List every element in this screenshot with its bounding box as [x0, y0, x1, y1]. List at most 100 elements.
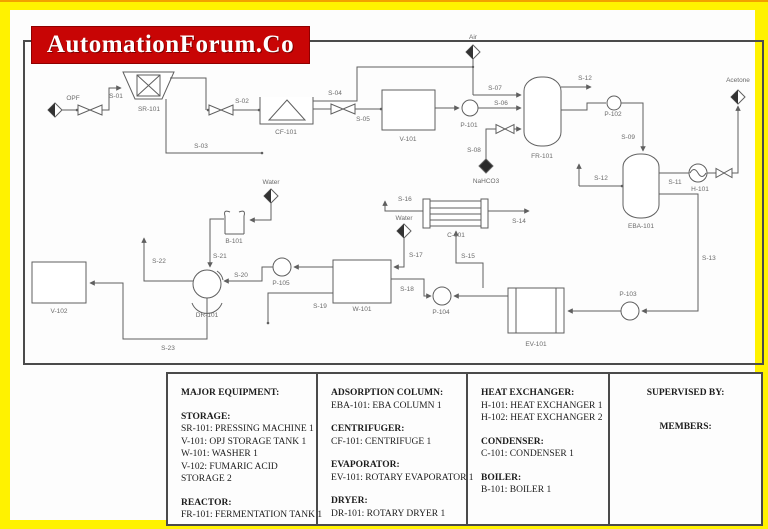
label-eq-v102: V-102 [51, 308, 68, 315]
opf-feed-symbol [47, 102, 79, 118]
stream-line-acetone [732, 105, 741, 174]
valve-4 [495, 123, 515, 135]
label-stream-s23: S-23 [161, 345, 175, 352]
stream-line-s19 [267, 292, 333, 322]
diagram-labels: OPF S-01 SR-101 S-02 S-03 CF-101 S-04 S-… [51, 34, 751, 352]
diagram-lines [31, 44, 746, 340]
stream-line-s18 [391, 278, 432, 299]
label-stream-s13: S-13 [702, 255, 716, 262]
valve-5 [715, 167, 733, 179]
process-flow-diagram: OPF S-01 SR-101 S-02 S-03 CF-101 S-04 S-… [23, 34, 764, 365]
paper-sheet: AutomationForum.Co [10, 10, 764, 526]
label-stream-s05: S-05 [356, 116, 370, 123]
label-stream-s09: S-09 [621, 134, 635, 141]
legend-item: V-101: OPJ STORAGE TANK 1 [181, 436, 307, 447]
legend-heading: ADSORPTION COLUMN: [331, 388, 444, 398]
label-eq-cf101: CF-101 [275, 129, 297, 136]
label-feed-opf: OPF [66, 95, 79, 102]
label-eq-sr101: SR-101 [138, 106, 160, 113]
label-feed-nahco3: NaHCO3 [473, 178, 500, 185]
label-stream-s08: S-08 [467, 147, 481, 154]
label-eq-v101: V-101 [400, 136, 417, 143]
stream-line-s09 [621, 102, 646, 152]
legend-heading: DRYER: [331, 496, 368, 506]
p103-pump [620, 301, 640, 321]
v102-storage-tank [31, 261, 87, 304]
legend-table: MAJOR EQUIPMENT: STORAGE: SR-101: PRESSI… [166, 372, 763, 526]
stream-line-s04 [313, 66, 473, 102]
legend-item: FR-101: FERMENTATION TANK 1 [181, 510, 323, 520]
legend-heading: STORAGE: [181, 411, 231, 422]
water-feed-symbol-2 [249, 188, 279, 223]
label-eq-p103: P-103 [619, 291, 637, 298]
water-feed-symbol-1 [393, 223, 412, 270]
b101-boiler [224, 210, 245, 235]
stream-line-s13 [641, 193, 699, 314]
p101-pump [461, 99, 479, 117]
label-stream-s17: S-17 [409, 252, 423, 259]
line-fr101-p102 [561, 102, 606, 111]
p102-pump [606, 95, 622, 111]
label-eq-fr101: FR-101 [531, 153, 553, 160]
label-stream-s22: S-22 [152, 258, 166, 265]
h101-heat-exchanger [688, 163, 708, 183]
w101-washer [332, 259, 392, 304]
label-eq-p104: P-104 [432, 309, 450, 316]
label-stream-s12-in: S-12 [594, 175, 608, 182]
stream-line-s02a [170, 77, 207, 110]
stream-line-s01 [102, 85, 122, 111]
valve-3 [330, 103, 356, 115]
label-stream-s03: S-03 [194, 143, 208, 150]
label-eq-ev101: EV-101 [525, 341, 547, 348]
stream-line-s22 [141, 237, 193, 282]
stream-line-s16 [382, 200, 423, 212]
legend-item: SR-101: PRESSING MACHINE 1 [181, 424, 314, 434]
legend-heading: MEMBERS: [659, 421, 712, 432]
legend-item: EBA-101: EBA COLUMN 1 [331, 400, 442, 411]
legend-heading: MAJOR EQUIPMENT: [181, 388, 280, 398]
legend-item: DR-101: ROTARY DRYER 1 [331, 508, 446, 519]
v101-storage-tank [381, 89, 436, 131]
label-eq-eba101: EBA-101 [628, 223, 654, 230]
dr101-rotary-dryer [191, 269, 224, 314]
p104-pump [432, 286, 452, 306]
stream-line-s15 [453, 230, 484, 288]
label-product-acetone: Acetone [726, 77, 750, 84]
stream-line-s21 [207, 218, 224, 268]
label-stream-s19: S-19 [313, 303, 327, 310]
legend-heading: REACTOR: [181, 497, 232, 508]
label-stream-s18: S-18 [400, 286, 414, 293]
label-eq-p101: P-101 [460, 122, 478, 129]
ev101-rotary-evaporator [507, 287, 565, 334]
label-stream-s01: S-01 [109, 93, 123, 100]
legend-heading: EVAPORATOR: [331, 460, 400, 470]
legend-item: STORAGE 2 [181, 474, 232, 484]
p105-pump [272, 257, 292, 277]
label-stream-s20: S-20 [234, 272, 248, 279]
legend-heading: BOILER: [481, 472, 522, 483]
label-eq-h101: H-101 [691, 186, 709, 193]
label-stream-s21: S-21 [213, 253, 227, 260]
sr101-pressing-machine [122, 71, 175, 100]
label-stream-s16: S-16 [398, 196, 412, 203]
label-eq-w101: W-101 [352, 306, 371, 313]
label-stream-s06: S-06 [494, 100, 508, 107]
eba101-adsorption-column [622, 153, 660, 219]
legend-col-major-equipment: MAJOR EQUIPMENT: STORAGE: SR-101: PRESSI… [168, 374, 323, 524]
label-stream-s14: S-14 [512, 218, 526, 225]
label-stream-s02: S-02 [235, 98, 249, 105]
valve-2 [208, 104, 234, 116]
stream-line-s20 [223, 266, 273, 284]
legend-col-supervision: SUPERVISED BY: MEMBERS: [610, 374, 761, 524]
diagram-border [23, 40, 764, 365]
legend-item: H-102: HEAT EXCHANGER 2 [481, 413, 603, 423]
label-feed-air: Air [469, 34, 478, 41]
label-stream-s12-out: S-12 [578, 75, 592, 82]
label-eq-p102: P-102 [604, 111, 622, 118]
nahco3-feed-symbol [478, 128, 496, 174]
label-stream-s11: S-11 [668, 179, 682, 186]
brand-banner: AutomationForum.Co [31, 26, 310, 64]
legend-heading: HEAT EXCHANGER: [481, 388, 575, 398]
label-feed-water-2: Water [262, 179, 280, 186]
